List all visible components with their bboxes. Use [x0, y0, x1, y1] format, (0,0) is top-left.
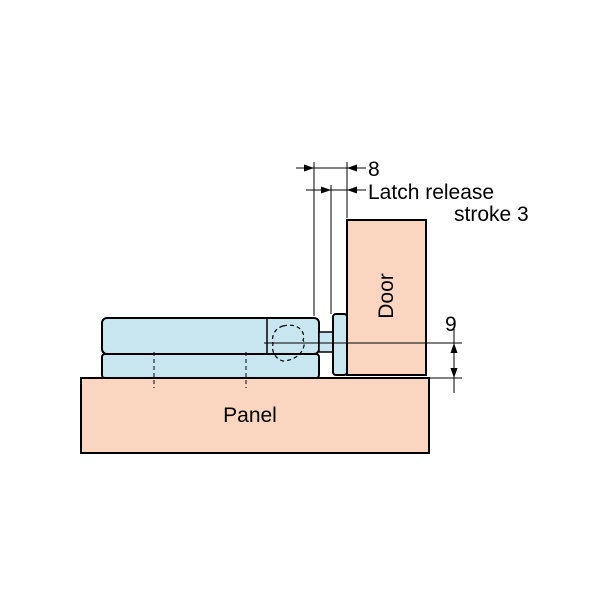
panel-block [80, 377, 430, 454]
door-label: Door [375, 273, 398, 319]
panel-label: Panel [223, 404, 277, 427]
latch-body [101, 317, 320, 388]
dimension-arrows [304, 164, 458, 378]
latch-lower-block [101, 353, 320, 379]
latch-plunger [318, 313, 348, 376]
dimension-8-label: 8 [368, 158, 380, 181]
dimension-9-label: 9 [445, 313, 457, 336]
latch-release-label: Latch release [368, 181, 494, 204]
dimension-lines [296, 162, 462, 393]
stroke-label: stroke 3 [454, 203, 529, 226]
latch-upper-block [101, 317, 320, 355]
door-block [346, 219, 427, 376]
